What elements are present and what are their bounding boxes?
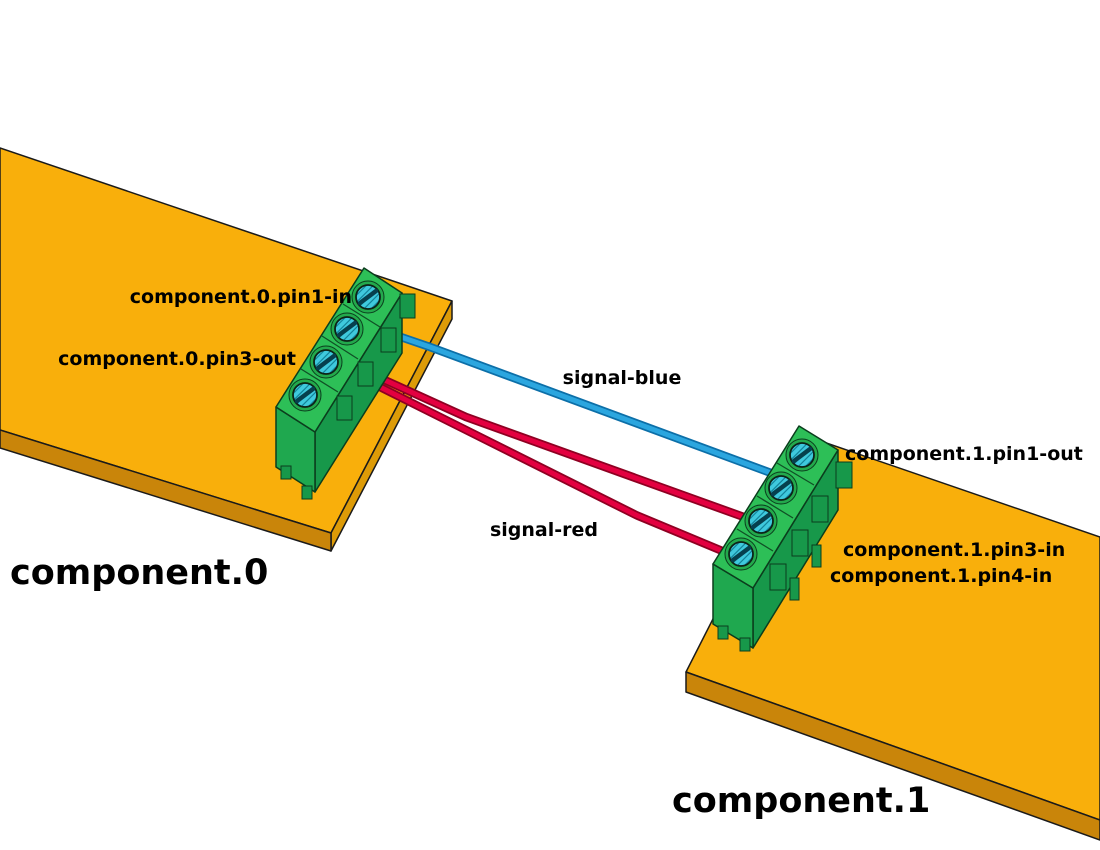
wire-clamp-tab <box>357 361 374 387</box>
label-component1-name: component.1 <box>672 781 930 821</box>
screw-terminal-c0-pin3 <box>309 345 343 379</box>
label-component1-pin4: component.1.pin4-in <box>830 565 1052 587</box>
wires <box>373 329 795 565</box>
terminal-block-component-1 <box>712 425 853 652</box>
label-component0-pin3: component.0.pin3-out <box>58 348 296 370</box>
screw-slot <box>791 446 813 464</box>
screw-slot <box>357 288 379 306</box>
cell-divider <box>300 368 339 393</box>
label-component0-name: component.0 <box>10 553 268 593</box>
wire-clamp-tab <box>380 327 397 353</box>
screw-terminal-c0-pin4 <box>288 378 322 412</box>
board0-bottom-edge <box>0 429 332 552</box>
cell-divider <box>321 335 359 360</box>
label-signal-blue: signal-blue <box>563 367 682 389</box>
mount-foot <box>280 465 292 480</box>
wire-clamp-tab <box>811 495 829 523</box>
screw-slot <box>315 353 337 371</box>
screw-slot <box>294 386 316 404</box>
terminal-block-component-0 <box>275 267 416 500</box>
wire-clamp-tab <box>336 395 353 421</box>
label-signal-red: signal-red <box>490 519 598 541</box>
screw-terminal-c1-pin4 <box>724 537 758 571</box>
screw-terminal-c1-pin3 <box>744 504 778 538</box>
cell-divider <box>342 303 381 328</box>
screw-terminal-c1-pin2 <box>764 471 798 505</box>
signal-blue-wire <box>389 331 793 483</box>
label-component1-pin1: component.1.pin1-out <box>845 443 1083 465</box>
cell-divider <box>776 462 815 486</box>
label-component0-pin1: component.0.pin1-in <box>130 286 352 308</box>
wire-clamp-tab <box>791 529 809 557</box>
wire-clamp-tab <box>769 563 787 591</box>
screw-terminal-c0-pin1 <box>351 280 385 314</box>
wire-clamp-tab <box>399 293 416 319</box>
wire-clamp-tab <box>835 461 853 489</box>
mount-foot <box>717 625 729 640</box>
signal-red-wire-a <box>375 374 769 528</box>
screw-slot <box>730 545 752 563</box>
screw-slot <box>750 512 772 530</box>
board1-bottom-edge <box>685 671 1100 841</box>
labels: component.0.pin1-in component.0.pin3-out… <box>10 286 1083 821</box>
cell-divider <box>736 528 774 552</box>
mount-foot <box>739 637 751 652</box>
cell-divider <box>756 495 794 519</box>
connector-pin <box>811 544 822 568</box>
connector-pin <box>789 577 800 601</box>
signal-red-wire-b <box>375 383 747 563</box>
label-component1-pin3: component.1.pin3-in <box>843 539 1065 561</box>
screw-terminal-c0-pin2 <box>330 312 364 346</box>
screw-slot <box>336 320 358 338</box>
screw-slot <box>770 479 792 497</box>
screw-terminal-c1-pin1 <box>785 438 819 472</box>
mount-foot <box>301 485 313 500</box>
